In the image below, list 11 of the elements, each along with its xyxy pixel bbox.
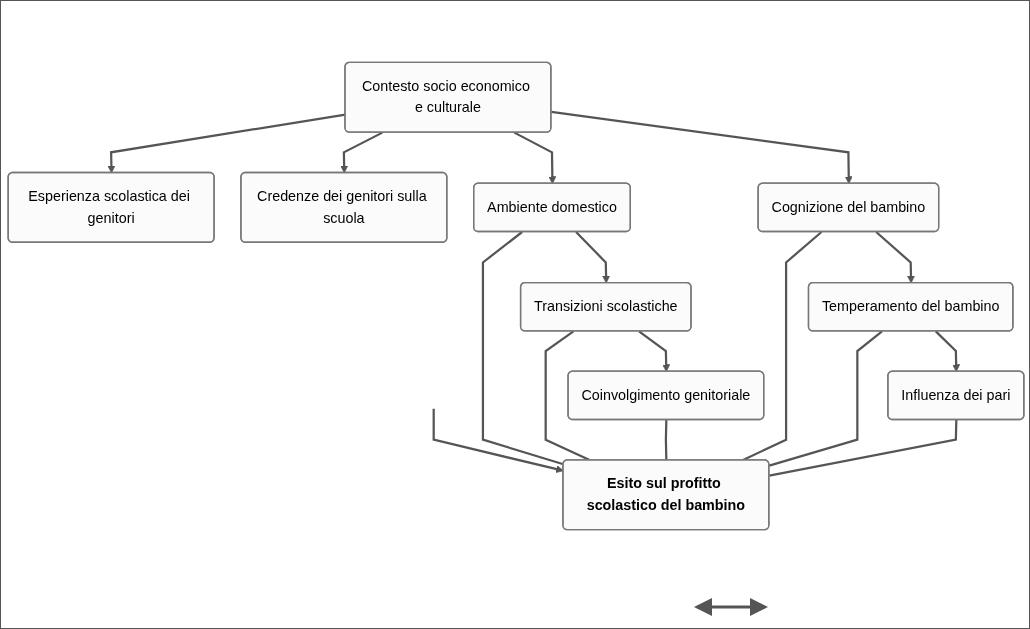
arrow xyxy=(575,231,610,284)
arrow xyxy=(935,330,961,372)
arrow xyxy=(875,231,915,284)
connector xyxy=(769,419,958,477)
connector xyxy=(481,231,564,466)
arrow xyxy=(638,330,671,372)
arrow xyxy=(513,131,557,184)
connector xyxy=(664,419,668,461)
connector xyxy=(768,330,883,467)
arrow xyxy=(340,131,383,174)
arrow xyxy=(551,110,853,184)
